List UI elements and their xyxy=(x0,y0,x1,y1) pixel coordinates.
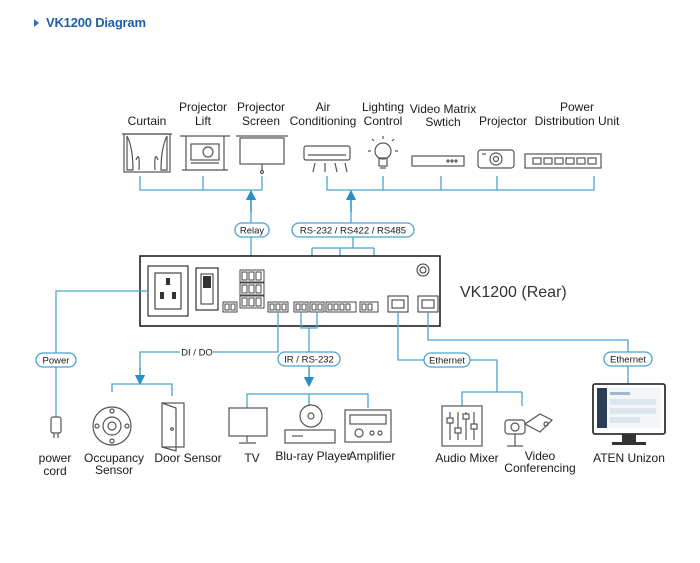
ir-terminal-icon xyxy=(293,301,325,313)
relay-pill-label: Relay xyxy=(240,226,265,237)
label-projector-lift-l1: Projector xyxy=(179,100,227,114)
ir-pill: IR / RS-232 xyxy=(277,351,341,367)
serial-terminal-icon xyxy=(325,301,379,313)
dido-pill-label: DI / DO xyxy=(181,348,213,359)
curtain-icon xyxy=(122,133,172,173)
top-wiring xyxy=(139,176,595,223)
label-aten-unizon: ATEN Unizon xyxy=(593,451,665,465)
label-projector-screen-l1: Projector xyxy=(237,100,285,114)
label-air-conditioning-l1: Air xyxy=(316,100,331,114)
label-projector-screen-l2: Screen xyxy=(242,114,280,128)
dido-pill: DI / DO xyxy=(181,348,213,359)
ethernet1-pill: Ethernet xyxy=(423,352,471,368)
ir-pill-label: IR / RS-232 xyxy=(284,355,334,366)
pdu-icon xyxy=(524,153,602,169)
tv-icon xyxy=(228,407,268,444)
label-pdu-l2: Distribution Unit xyxy=(535,114,620,128)
ethernet1-pill-label: Ethernet xyxy=(429,356,465,367)
label-projector-screen: Projector Screen xyxy=(237,100,285,128)
label-video-conferencing: Video Conferencing xyxy=(504,449,575,475)
label-door-sensor: Door Sensor xyxy=(154,451,221,465)
label-tv: TV xyxy=(244,451,259,465)
label-video-matrix-l1: Video Matrix xyxy=(410,102,476,116)
label-air-conditioning-l2: Conditioning xyxy=(290,114,357,128)
label-video-matrix: Video Matrix Swtich xyxy=(410,102,476,129)
label-occupancy-sensor: Occupancy Sensor xyxy=(84,451,144,477)
dc-terminal-icon xyxy=(222,301,238,313)
label-audio-mixer: Audio Mixer xyxy=(435,451,498,465)
label-lighting-control-l1: Lighting xyxy=(362,100,404,114)
label-pdu: Power Distribution Unit xyxy=(535,100,620,128)
label-air-conditioning: Air Conditioning xyxy=(290,100,357,128)
label-video-matrix-l2: Swtich xyxy=(425,115,460,129)
label-pdu-l1: Power xyxy=(560,100,594,114)
label-projector-l1: Projector xyxy=(479,114,527,128)
label-projector-lift-l2: Lift xyxy=(195,114,212,128)
amplifier-icon xyxy=(344,409,392,443)
label-projector: Projector xyxy=(479,114,527,128)
label-lighting-control-l2: Control xyxy=(364,114,403,128)
air-conditioner-icon xyxy=(303,145,351,173)
label-power-cord: power cord xyxy=(39,451,72,478)
label-curtain: Curtain xyxy=(128,114,167,128)
ethernet2-pill: Ethernet xyxy=(603,351,653,367)
video-matrix-icon xyxy=(411,155,465,167)
label-video-conferencing-l1: Video xyxy=(525,449,556,463)
vk1200-device xyxy=(139,255,441,327)
label-curtain-l1: Curtain xyxy=(128,114,167,128)
power-pill: Power xyxy=(35,352,77,368)
label-occupancy-sensor-l2: Sensor xyxy=(95,463,133,477)
ground-screw-icon xyxy=(416,263,430,277)
ethernet-port-icon xyxy=(387,295,439,313)
label-power-cord-l1: power xyxy=(39,451,72,465)
relay-terminal-icon xyxy=(239,269,265,309)
label-power-cord-l2: cord xyxy=(43,464,66,478)
light-bulb-icon xyxy=(368,136,398,169)
ethernet2-pill-label: Ethernet xyxy=(610,355,646,366)
serial-pill-label: RS-232 / RS422 / RS485 xyxy=(300,226,406,237)
bluray-player-icon xyxy=(284,404,336,444)
power-pill-label: Power xyxy=(43,356,70,367)
label-bluray: Blu-ray Player xyxy=(275,449,350,463)
occupancy-sensor-icon xyxy=(92,406,132,446)
diagram-header: VK1200 Diagram xyxy=(34,15,146,30)
video-conferencing-icon xyxy=(504,413,554,447)
relay-pill: Relay xyxy=(234,222,270,238)
serial-pill: RS-232 / RS422 / RS485 xyxy=(291,222,415,238)
projector-lift-icon xyxy=(180,135,230,171)
label-amplifier: Amplifier xyxy=(349,449,396,463)
door-sensor-icon xyxy=(161,402,185,452)
aten-unizon-monitor-icon xyxy=(592,383,666,445)
audio-mixer-icon xyxy=(441,405,483,447)
projector-icon xyxy=(477,149,515,169)
label-projector-lift: Projector Lift xyxy=(179,100,227,128)
dido-terminal-icon xyxy=(267,301,289,313)
bottom-wiring xyxy=(55,290,629,417)
device-rear-label: VK1200 (Rear) xyxy=(460,284,567,301)
label-occupancy-sensor-l1: Occupancy xyxy=(84,451,144,465)
label-video-conferencing-l2: Conferencing xyxy=(504,461,575,475)
label-lighting-control: Lighting Control xyxy=(362,100,404,128)
diagram-title: VK1200 Diagram xyxy=(46,15,146,30)
projector-screen-icon xyxy=(236,135,288,175)
bullet-triangle-icon xyxy=(34,18,39,27)
power-cord-icon xyxy=(50,416,62,438)
